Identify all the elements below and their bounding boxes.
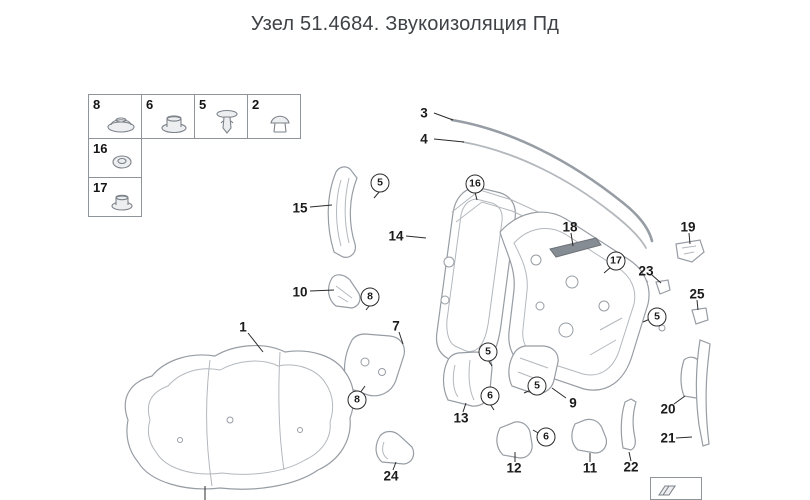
legend-number: 5 — [199, 97, 207, 112]
part-callout-20[interactable]: 20 — [660, 401, 676, 417]
fastener-callout-5[interactable]: 5 — [527, 376, 547, 396]
part-callout-12[interactable]: 12 — [506, 460, 522, 476]
legend-cell-6[interactable]: 6 — [141, 94, 195, 139]
part-callout-9[interactable]: 9 — [569, 395, 577, 411]
legend-number: 16 — [93, 141, 108, 156]
page-title: Узел 51.4684. Звукоизоляция Пд — [250, 13, 560, 35]
legend-number: 17 — [93, 180, 108, 195]
part-callout-7[interactable]: 7 — [392, 318, 400, 334]
legend-number: 6 — [146, 97, 154, 112]
legend-cell-17[interactable]: 17 — [88, 177, 142, 217]
part-callout-15[interactable]: 15 — [292, 200, 308, 216]
hex-nut-icon — [161, 115, 187, 134]
legend-cell-16[interactable]: 16 — [88, 138, 142, 178]
part-callout-14[interactable]: 14 — [388, 228, 404, 244]
legend-cell-5[interactable]: 5 — [194, 94, 248, 139]
fastener-callout-8[interactable]: 8 — [347, 390, 367, 410]
fastener-callout-17[interactable]: 17 — [606, 251, 626, 271]
part-callout-22[interactable]: 22 — [623, 459, 639, 475]
part-callout-23[interactable]: 23 — [638, 263, 654, 279]
body-clip-icon — [270, 115, 290, 133]
part-callout-10[interactable]: 10 — [292, 284, 308, 300]
part-callout-18[interactable]: 18 — [562, 219, 578, 235]
fastener-callout-5[interactable]: 5 — [478, 342, 498, 362]
fastener-callout-5[interactable]: 5 — [370, 173, 390, 193]
part-callout-11[interactable]: 11 — [582, 460, 598, 476]
push-rivet-icon — [216, 109, 238, 134]
part-callout-24[interactable]: 24 — [383, 468, 399, 484]
part-callout-4[interactable]: 4 — [420, 131, 428, 147]
fastener-callout-5[interactable]: 5 — [647, 307, 667, 327]
flat-nut-icon — [107, 117, 135, 133]
fastener-callout-6[interactable]: 6 — [536, 427, 556, 447]
fastener-callout-8[interactable]: 8 — [360, 287, 380, 307]
hex-nut-icon — [111, 194, 133, 211]
grommet-nut-icon — [112, 155, 132, 169]
legend-cell-8[interactable]: 8 — [88, 94, 142, 139]
fastener-callout-6[interactable]: 6 — [480, 386, 500, 406]
diagram-thumbnail-button[interactable] — [650, 477, 702, 500]
legend-number: 8 — [93, 97, 101, 112]
part-callout-3[interactable]: 3 — [420, 105, 428, 121]
part-callout-19[interactable]: 19 — [680, 219, 696, 235]
stacked-pages-icon — [657, 485, 677, 496]
part-callout-1[interactable]: 1 — [239, 319, 247, 335]
part-callout-21[interactable]: 21 — [660, 430, 676, 446]
part-callout-25[interactable]: 25 — [689, 286, 705, 302]
legend-cell-2[interactable]: 2 — [247, 94, 301, 139]
legend-number: 2 — [252, 97, 260, 112]
part-callout-13[interactable]: 13 — [453, 410, 469, 426]
fastener-callout-16[interactable]: 16 — [465, 174, 485, 194]
